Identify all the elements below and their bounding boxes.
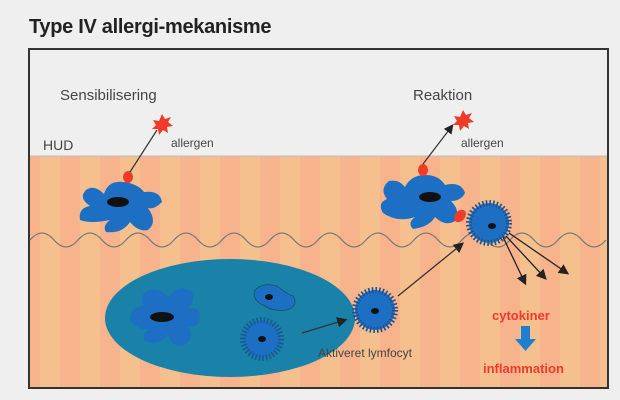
diagram-title: Type IV allergi-mekanisme xyxy=(29,16,272,38)
sensitization-label: Sensibilisering xyxy=(60,87,157,104)
skin-label: HUD xyxy=(43,137,73,153)
activated-lymphocyte-label: Aktiveret lymfocyt xyxy=(318,346,413,360)
allergen-bound-left xyxy=(123,171,133,183)
activated-lymphocyte xyxy=(352,287,398,333)
allergen-label-left: allergen xyxy=(171,136,214,150)
dendritic-cell-left xyxy=(79,171,162,233)
allergen-icon-left xyxy=(152,114,173,135)
reaction-label: Reaktion xyxy=(413,87,472,104)
inflammation-label: inflammation xyxy=(483,361,564,376)
dendritic-cell-right xyxy=(380,164,466,229)
allergen-bound-right xyxy=(418,164,428,176)
effector-lymphocyte xyxy=(466,200,512,246)
lymph-node xyxy=(105,259,355,377)
down-arrow-icon xyxy=(515,326,536,351)
allergen-icon-right xyxy=(453,110,474,131)
cytokines-label: cytokiner xyxy=(492,308,550,323)
allergen-label-right: allergen xyxy=(461,136,504,150)
cytokine-arrows xyxy=(502,232,570,286)
